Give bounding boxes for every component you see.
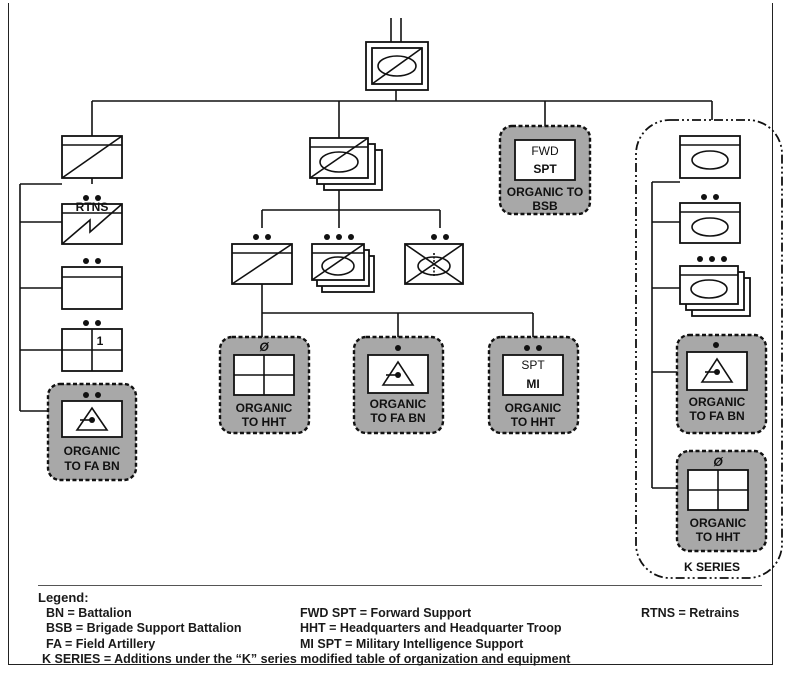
hht-symbol: Ø: [259, 340, 269, 354]
stacked-hq-symbol: [309, 137, 383, 191]
caption-line1: ORGANIC: [370, 397, 427, 411]
left-column: RTNS 1 ORGANIC TO FA BN: [19, 135, 138, 482]
legend-k-series: K SERIES = Additions under the “K” serie…: [42, 652, 571, 666]
caption-line2: TO HHT: [242, 415, 287, 429]
fwd-spt-line2: SPT: [533, 162, 557, 176]
k-series-group: ORGANIC TO FA BN Ø ORGANIC TO HHT K SERI…: [635, 119, 783, 579]
k-troop-symbol: [679, 194, 741, 244]
caption-line2: TO HHT: [696, 530, 741, 544]
fwd-spt-unit: FWD SPT ORGANIC TO BSB: [498, 124, 592, 216]
caption-line1: ORGANIC: [236, 401, 293, 415]
rtns-troop-symbol: RTNS: [61, 195, 123, 245]
squadron-symbol: [61, 135, 123, 184]
numbered-troop-symbol: 1: [61, 320, 123, 372]
mi-spt-line1: SPT: [521, 358, 545, 372]
organic-hht-right: Ø ORGANIC TO HHT: [675, 449, 768, 553]
caption-line1: ORGANIC: [690, 516, 747, 530]
legend-hht: HHT = Headquarters and Headquarter Troop: [300, 621, 562, 635]
organic-fa-right: ORGANIC TO FA BN: [675, 333, 768, 435]
legend-mi-spt: MI SPT = Military Intelligence Support: [300, 636, 524, 651]
caption-line1: ORGANIC: [505, 401, 562, 415]
caption-line2: TO FA BN: [370, 411, 425, 425]
hht-symbol: Ø: [713, 455, 723, 469]
legend-bn: BN = Battalion: [46, 605, 132, 620]
organic-fa-middle: ORGANIC TO FA BN: [352, 335, 445, 435]
legend-bsb: BSB = Brigade Support Battalion: [46, 621, 242, 635]
organic-fa-left: ORGANIC TO FA BN: [46, 382, 138, 482]
troop-symbol: [61, 258, 123, 310]
brigade-hq-symbol: [365, 41, 429, 91]
company-symbol: [231, 234, 293, 285]
stacked-company-symbol: [311, 234, 375, 293]
caption-line2: TO FA BN: [64, 459, 119, 473]
legend-divider: [38, 585, 762, 586]
organic-hht-middle: Ø ORGANIC TO HHT: [218, 335, 311, 435]
caption-line1: ORGANIC: [689, 395, 746, 409]
mi-spt-unit: SPT MI ORGANIC TO HHT: [487, 335, 580, 435]
mi-spt-line2: MI: [526, 377, 539, 391]
caption-line2: TO HHT: [511, 415, 556, 429]
caption-line1: ORGANIC: [64, 444, 121, 458]
legend-rtns: RTNS = Retrains: [641, 605, 740, 620]
legend: Legend: BN = Battalion FWD SPT = Forward…: [38, 590, 758, 668]
legend-title: Legend:: [38, 590, 89, 605]
legend-fa: FA = Field Artillery: [46, 636, 156, 651]
k-hq-symbol: [679, 135, 741, 179]
legend-fwd-spt: FWD SPT = Forward Support: [300, 605, 472, 620]
top-connectors: [91, 18, 713, 140]
middle-column: Ø ORGANIC TO HHT ORGANIC TO FA BN SPT MI…: [218, 137, 580, 435]
k-series-label: K SERIES: [684, 560, 740, 574]
engineer-company-symbol: [404, 234, 464, 285]
fwd-spt-line1: FWD: [531, 144, 559, 158]
k-stacked-symbol: [679, 256, 751, 317]
rtns-label: RTNS: [76, 200, 109, 214]
caption-line1: ORGANIC TO: [507, 185, 583, 199]
troop-number: 1: [97, 334, 104, 348]
caption-line2: BSB: [532, 199, 558, 213]
caption-line2: TO FA BN: [689, 409, 744, 423]
diagram-frame: [8, 3, 773, 665]
